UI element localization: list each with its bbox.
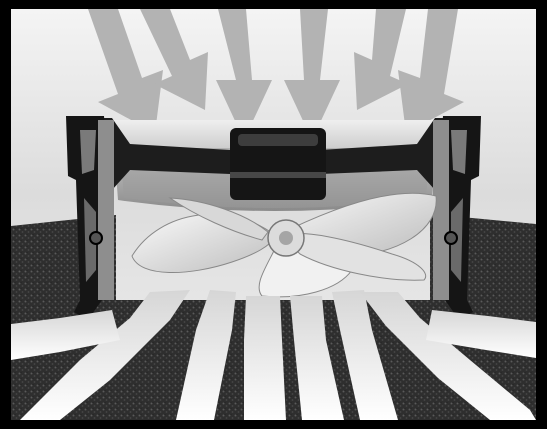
airflow-stream-icon (244, 296, 286, 420)
hub-band (230, 172, 326, 178)
hub-highlight (238, 134, 318, 146)
